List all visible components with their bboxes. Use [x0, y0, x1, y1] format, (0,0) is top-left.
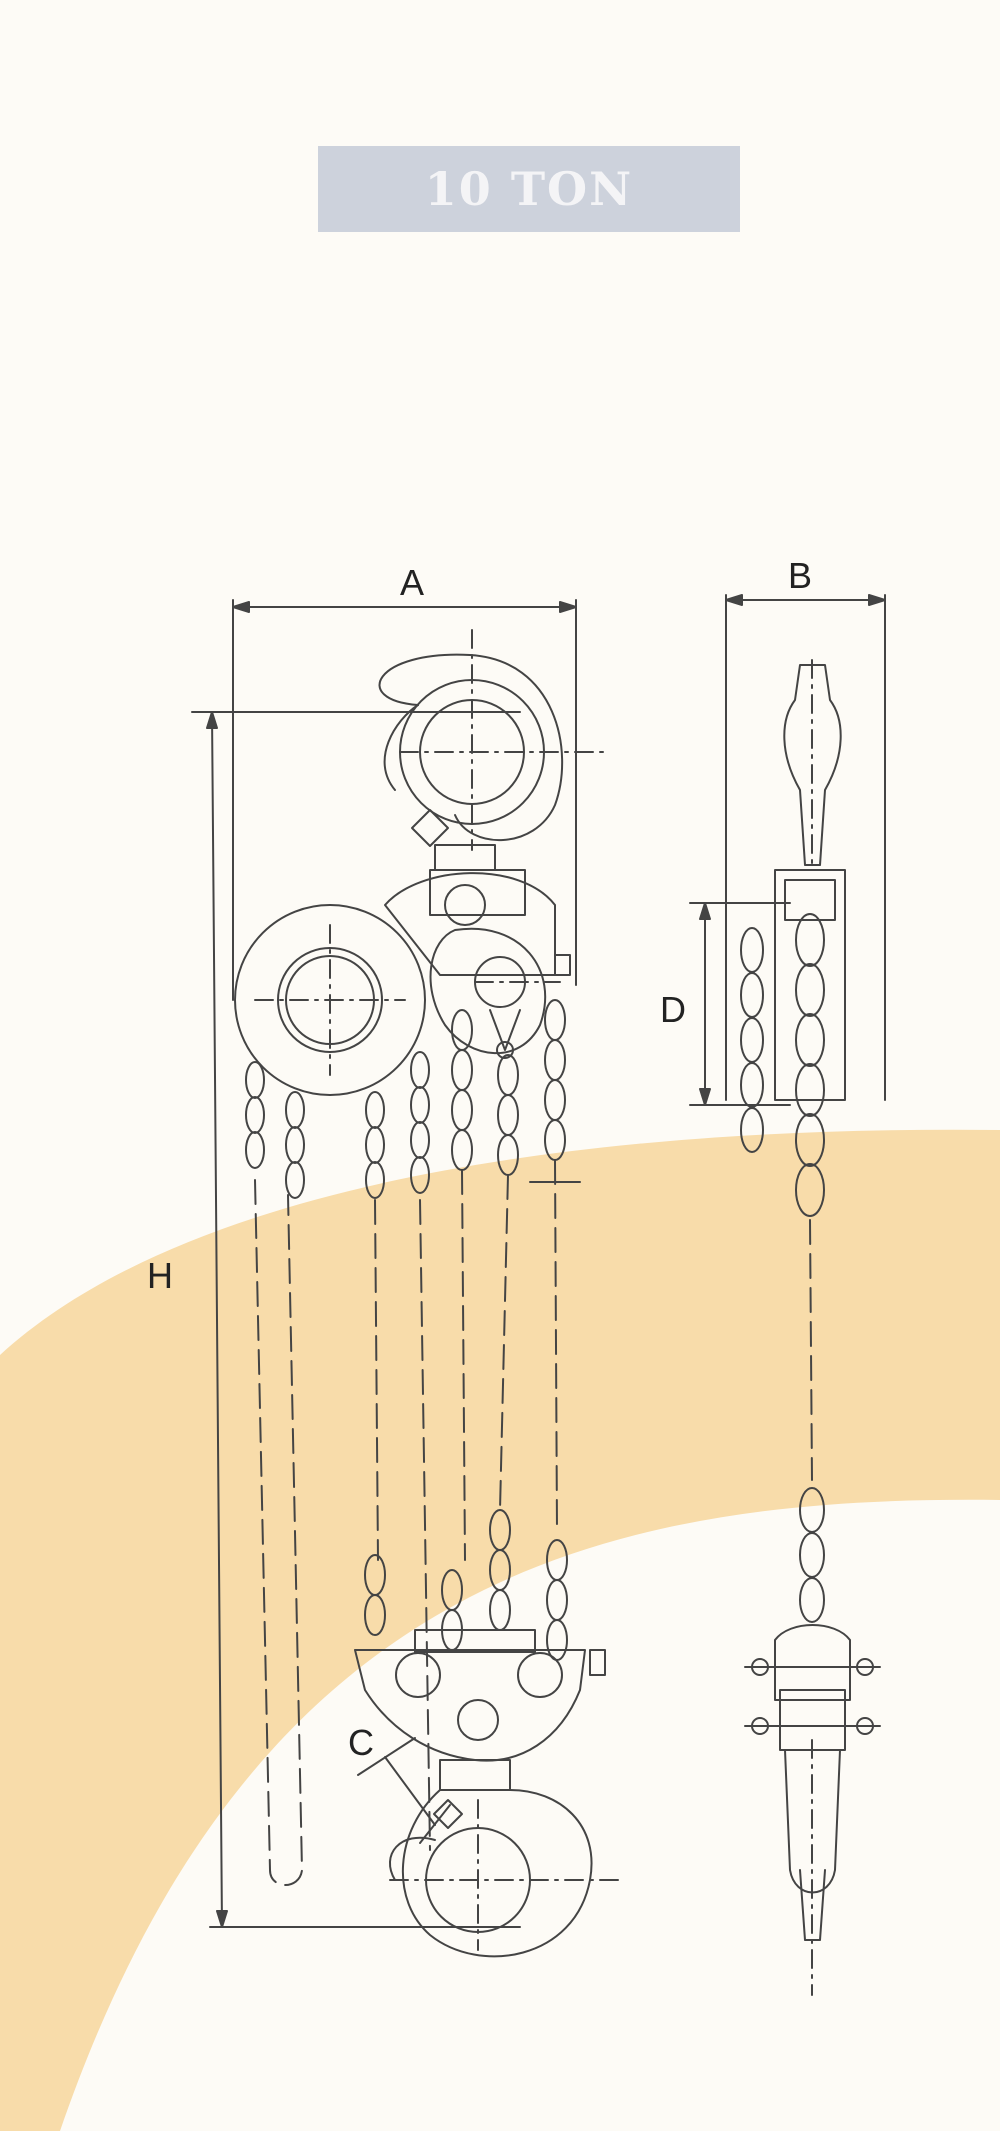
load-chain — [365, 1000, 580, 1660]
bottom-block — [355, 1630, 605, 1790]
dimension-a — [233, 600, 576, 1000]
dimension-c — [358, 1738, 450, 1843]
dimension-h — [192, 712, 520, 1927]
hoist-body — [385, 870, 570, 975]
dimension-label-c: C — [348, 1722, 374, 1763]
title-text: 10 TON — [424, 162, 634, 216]
title-banner: 10 TON — [318, 146, 740, 232]
hand-wheel — [235, 905, 425, 1095]
dimension-b — [726, 595, 885, 1100]
dimension-label-a: A — [400, 562, 425, 603]
band-shape — [0, 1129, 1000, 2131]
side-view — [741, 660, 880, 1995]
top-hook — [380, 630, 610, 870]
dimension-label-h: H — [147, 1255, 173, 1296]
dimension-d — [690, 903, 790, 1105]
dimension-label-b: B — [788, 555, 813, 596]
dimension-label-d: D — [660, 989, 686, 1030]
hand-chain — [246, 1052, 430, 1885]
load-sprocket — [431, 929, 560, 1058]
bottom-hook — [390, 1790, 620, 1956]
